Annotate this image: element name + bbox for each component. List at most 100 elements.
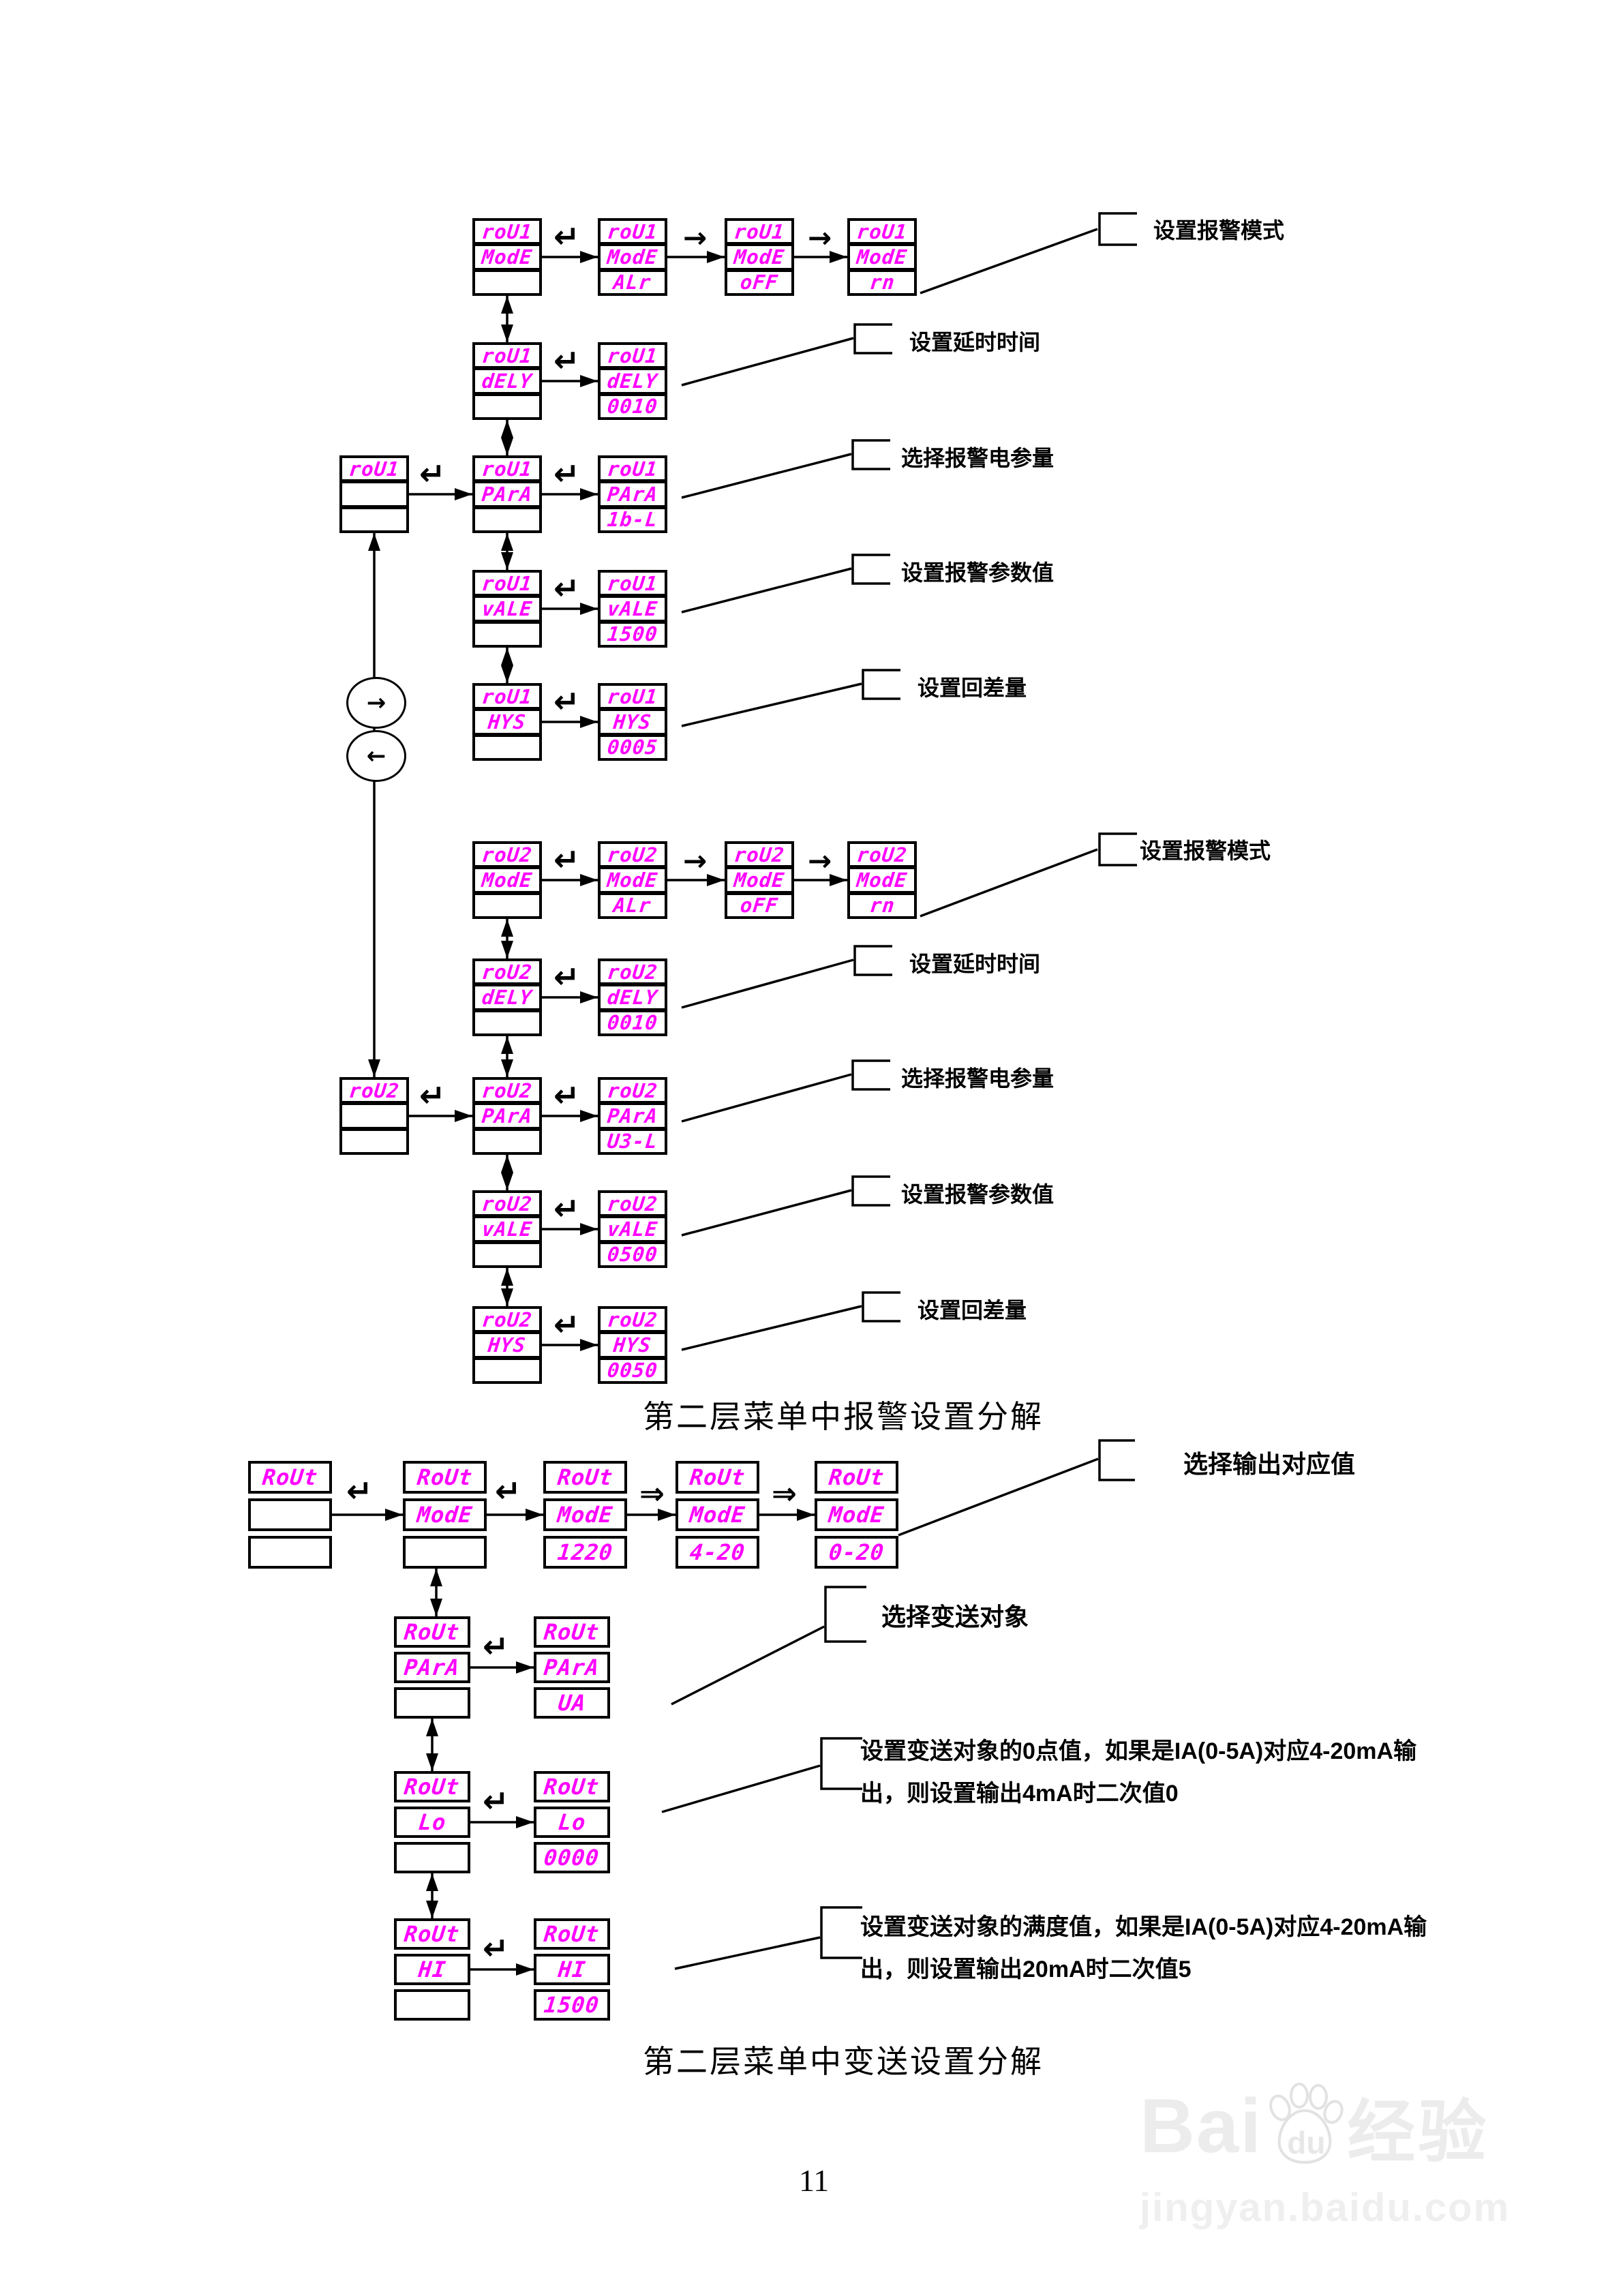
lcd-text: roU1 xyxy=(481,345,534,367)
lcd-text: roU1 xyxy=(606,345,659,367)
lcd-text: roU1 xyxy=(481,221,534,243)
annotation-line: 设置报警模式 xyxy=(1140,839,1271,863)
lcd-text: ModE xyxy=(481,869,534,892)
lcd-text: roU2 xyxy=(855,844,909,866)
lcd-text: roU2 xyxy=(481,961,534,984)
lcd-row: ModE xyxy=(475,869,539,895)
lcd-row: HYS xyxy=(475,1334,539,1360)
enter-arrow-icon: ↵ xyxy=(553,1306,580,1343)
lcd-text: RoUt xyxy=(415,1464,474,1491)
lcd-row: Lo xyxy=(534,1807,610,1838)
lcd-text: 1b-L xyxy=(606,509,659,530)
annotation-label: 设置变送对象的0点值，如果是IA(0-5A)对应4-20mA输出，则设置输出4m… xyxy=(860,1730,1416,1815)
arrowhead xyxy=(501,438,513,455)
lcd-text: roU2 xyxy=(606,1080,659,1102)
annotation-pointer-line xyxy=(661,1764,821,1813)
annotation-line: 设置回差量 xyxy=(917,676,1027,700)
arrowhead xyxy=(501,1268,513,1286)
annotation-label: 设置报警模式 xyxy=(1153,217,1284,244)
arrowhead xyxy=(501,941,513,958)
lcd-row: U3-L xyxy=(601,1131,665,1152)
annotation-label: 选择报警电参量 xyxy=(901,444,1054,472)
annotation-bracket xyxy=(851,554,890,585)
arrowhead xyxy=(501,533,513,551)
lcd-text: vALE xyxy=(481,598,534,620)
lcd-row: rn xyxy=(850,272,914,293)
lcd-text: HYS xyxy=(487,711,528,734)
annotation-pointer-line xyxy=(674,1936,821,1970)
arrowhead xyxy=(455,1110,472,1122)
lcd-row: dELY xyxy=(601,986,665,1012)
lcd-text: RoUt xyxy=(556,1464,615,1491)
lcd-row: ModE xyxy=(850,869,914,895)
lcd-text: roU2 xyxy=(481,1080,534,1102)
lcd-row: roU2 xyxy=(475,961,539,987)
arrowhead xyxy=(658,1509,676,1521)
annotation-label: 设置延时时间 xyxy=(909,329,1040,356)
lcd-text: Lo xyxy=(416,1809,448,1835)
lcd-row: 0500 xyxy=(601,1244,665,1265)
lcd-text: Lo xyxy=(556,1809,588,1835)
arrowhead xyxy=(707,251,725,263)
lcd-row: roU1 xyxy=(475,458,539,484)
lcd-text: 0010 xyxy=(606,395,659,417)
lcd-text: dELY xyxy=(606,986,659,1009)
annotation-bracket xyxy=(851,1175,890,1207)
lcd-row: roU2 xyxy=(342,1080,406,1106)
lcd-text: UA xyxy=(556,1690,588,1717)
lcd-row: HYS xyxy=(475,711,539,737)
lcd-row xyxy=(403,1535,487,1569)
watermark-url: jingyan.baidu.com xyxy=(1140,2186,1511,2230)
lcd-row: ModE xyxy=(543,1498,627,1532)
annotation-pointer-line xyxy=(681,337,854,387)
lcd-text: 0005 xyxy=(606,736,659,758)
lcd-text: RoUt xyxy=(403,1920,461,1947)
arrowhead xyxy=(501,1173,513,1190)
arrowhead xyxy=(526,1509,543,1521)
double-arrow-icon: ⇒ xyxy=(639,1477,665,1511)
lcd-text: PArA xyxy=(481,1105,534,1128)
annotation-label: 设置变送对象的满度值，如果是IA(0-5A)对应4-20mA输出，则设置输出20… xyxy=(860,1906,1427,1991)
lcd-row: PArA xyxy=(475,483,539,509)
lcd-row: roU2 xyxy=(475,1193,539,1219)
lcd-row: roU2 xyxy=(601,844,665,870)
annotation-pointer-line xyxy=(681,453,852,499)
arrowhead xyxy=(501,919,513,937)
annotation-bracket xyxy=(851,1059,890,1091)
lcd-text: 0050 xyxy=(606,1359,659,1381)
lcd-row xyxy=(475,1131,539,1152)
lcd-row: ALr xyxy=(601,895,665,916)
annotation-line: 选择报警电参量 xyxy=(901,446,1055,470)
annotation-pointer-line xyxy=(671,1625,825,1706)
lcd-text: rn xyxy=(868,271,896,293)
lcd-text: roU1 xyxy=(855,221,909,243)
lcd-text: PArA xyxy=(606,483,659,506)
lcd-text: RoUt xyxy=(688,1464,747,1491)
lcd-row: vALE xyxy=(601,1218,665,1244)
lcd-row: Lo xyxy=(394,1807,470,1838)
lcd-text: 1500 xyxy=(606,623,659,645)
lcd-text: PArA xyxy=(481,483,534,506)
lcd-row xyxy=(394,1842,470,1873)
lcd-text: roU1 xyxy=(606,221,659,243)
lcd-row: 1500 xyxy=(601,624,665,645)
lcd-text: PArA xyxy=(606,1105,659,1128)
lcd-row: PArA xyxy=(534,1652,610,1683)
arrowhead xyxy=(580,488,598,500)
arrowhead xyxy=(580,251,598,263)
lcd-row: PArA xyxy=(394,1652,470,1683)
lcd-text: 4-20 xyxy=(688,1539,747,1565)
annotation-label: 设置报警参数值 xyxy=(901,1181,1054,1208)
lcd-row: 1220 xyxy=(543,1535,627,1569)
caption-alarm-section: 第二层菜单中报警设置分解 xyxy=(643,1400,1044,1434)
